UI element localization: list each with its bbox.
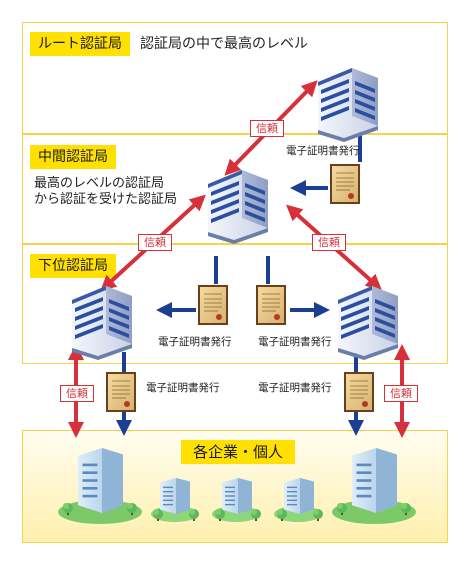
trust-label-bottom-right: 信頼 [384,385,418,402]
company-towers [58,448,416,524]
trust-label-intermediate-left: 信頼 [138,234,172,251]
trust-label-bottom-left: 信頼 [60,385,94,402]
certificate-icon-bottom-right [343,371,375,413]
trust-label-intermediate-right: 信頼 [312,234,346,251]
certificate-icon-sub-right [255,284,287,326]
root-ca-building-icon [318,68,378,142]
issue-label-sub-right: 電子証明書発行 [258,336,332,348]
end-entity-label: 各企業・個人 [181,440,296,464]
issue-label-root: 電子証明書発行 [286,145,360,157]
intermediate-ca-building-icon [208,170,268,244]
issue-label-sub-left: 電子証明書発行 [158,336,232,348]
issue-label-bottom-left: 電子証明書発行 [146,382,220,394]
root-ca-description: 認証局の中で最高のレベル [140,36,308,52]
issue-label-bottom-right: 電子証明書発行 [258,382,332,394]
subordinate-tier-band [22,244,448,364]
intermediate-ca-label: 中間認証局 [30,145,116,169]
trust-label-root-intermediate: 信頼 [250,120,284,137]
certificate-icon-bottom-left [105,371,137,413]
subordinate-ca-right-building-icon [338,286,398,360]
root-ca-label: ルート認証局 [30,32,130,56]
certificate-icon-sub-left [197,284,229,326]
subordinate-ca-left-building-icon [72,286,132,360]
certificate-icon-intermediate [329,163,361,205]
